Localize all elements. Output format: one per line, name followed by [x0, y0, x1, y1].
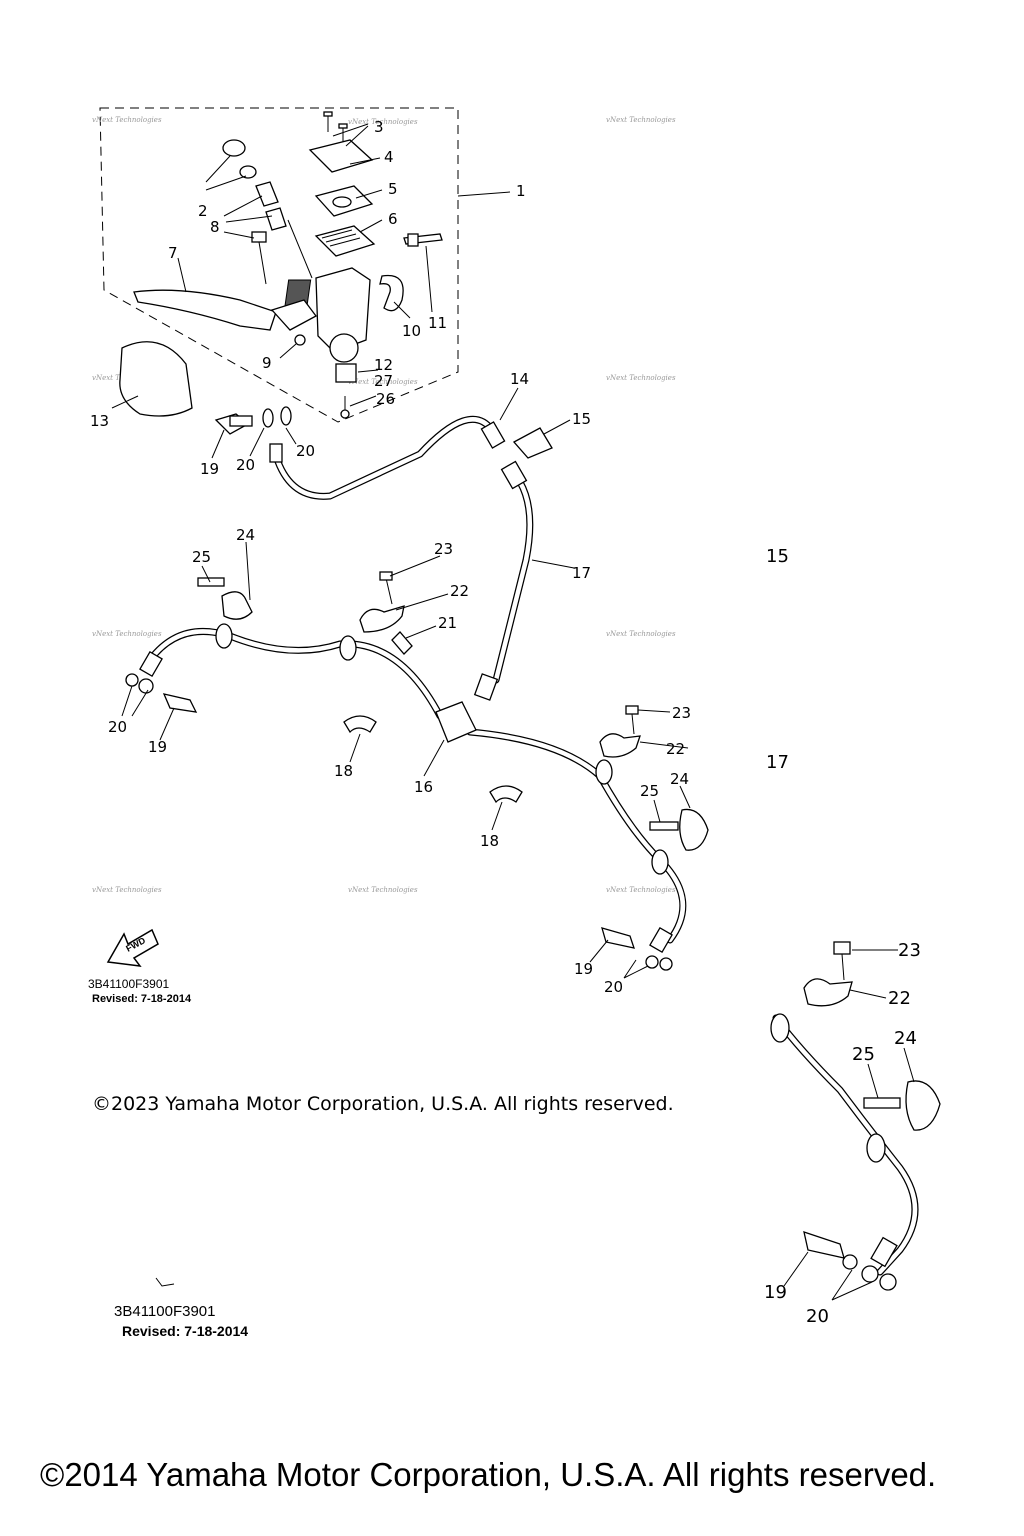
brake-lines	[211, 387, 575, 701]
callout-25: 25	[192, 548, 211, 566]
callout-20: 20	[236, 456, 255, 474]
callout-13: 13	[90, 412, 109, 430]
watermark-text: vNext Technologies	[92, 116, 162, 124]
watermark-text: vNext Technologies	[348, 886, 418, 894]
callout-19-detail: 19	[764, 1282, 787, 1303]
callout-23-detail: 23	[898, 940, 921, 961]
enlarged-detail	[770, 941, 941, 1301]
callout-6: 6	[388, 210, 398, 228]
callout-27: 27	[374, 372, 393, 390]
callout-20: 20	[296, 442, 315, 460]
revised-date: Revised: 7-18-2014	[92, 993, 192, 1005]
callout-17-detail: 17	[766, 752, 789, 773]
watermark-text: vNext Technologies	[348, 378, 418, 386]
callout-26: 26	[376, 390, 395, 408]
callout-4: 4	[384, 148, 394, 166]
callout-25-detail: 25	[852, 1044, 875, 1065]
callout-22-detail: 22	[888, 988, 911, 1009]
callout-24-detail: 24	[894, 1028, 917, 1049]
assembly-boundary	[99, 107, 459, 423]
callout-24: 24	[236, 526, 255, 544]
diagram-code: 3B41100F3901	[88, 977, 170, 991]
fwd-arrow-fragment-icon	[155, 1277, 175, 1287]
callout-15-detail: 15	[766, 546, 789, 567]
copyright-2014: ©2014 Yamaha Motor Corporation, U.S.A. A…	[40, 1456, 936, 1493]
diagram-code-large: 3B41100F3901	[114, 1303, 215, 1320]
callout-10: 10	[402, 322, 421, 340]
watermark-text: vNext Technologies	[606, 886, 676, 894]
callout-25: 25	[640, 782, 659, 800]
callout-19: 19	[200, 460, 219, 478]
callout-14: 14	[510, 370, 529, 388]
front-hoses	[121, 541, 709, 979]
callout-15: 15	[572, 410, 591, 428]
watermark-text: vNext Technologies	[348, 118, 418, 126]
callout-22: 22	[450, 582, 469, 600]
watermark-text: vNext Technologies	[606, 374, 676, 382]
callout-9: 9	[262, 354, 272, 372]
callout-19: 19	[574, 960, 593, 978]
master-cylinder-group	[111, 111, 511, 419]
callout-22: 22	[666, 740, 685, 758]
callout-20-detail: 20	[806, 1306, 829, 1327]
callout-5: 5	[388, 180, 398, 198]
callout-1: 1	[516, 182, 526, 200]
fwd-arrow-icon: FWD	[106, 928, 159, 967]
callout-numbers: 1 2 3 4 5 6 7 8 9 10 11 12 13 14 15 16 1…	[90, 118, 921, 1327]
callout-23: 23	[672, 704, 691, 722]
callout-19: 19	[148, 738, 167, 756]
callout-2: 2	[198, 202, 208, 220]
callout-12: 12	[374, 356, 393, 374]
watermark-text: vNext Technologies	[92, 630, 162, 638]
callout-21: 21	[438, 614, 457, 632]
watermark-text: vNext Technologies	[606, 630, 676, 638]
watermark-text: vNext Technologies	[92, 886, 162, 894]
watermark-text: vNext Technologies	[606, 116, 676, 124]
callout-20: 20	[604, 978, 623, 996]
revised-date-large: Revised: 7-18-2014	[122, 1323, 248, 1339]
copyright-2023: ©2023 Yamaha Motor Corporation, U.S.A. A…	[92, 1093, 674, 1115]
callout-18: 18	[480, 832, 499, 850]
callout-18: 18	[334, 762, 353, 780]
callout-17: 17	[572, 564, 591, 582]
callout-20: 20	[108, 718, 127, 736]
callout-16: 16	[414, 778, 433, 796]
callout-24: 24	[670, 770, 689, 788]
callout-3: 3	[374, 118, 384, 136]
callout-8: 8	[210, 218, 220, 236]
callout-7: 7	[168, 244, 178, 262]
callout-23: 23	[434, 540, 453, 558]
watermarks: vNext Technologies vNext Technologies vN…	[92, 116, 676, 894]
callout-11: 11	[428, 314, 447, 332]
